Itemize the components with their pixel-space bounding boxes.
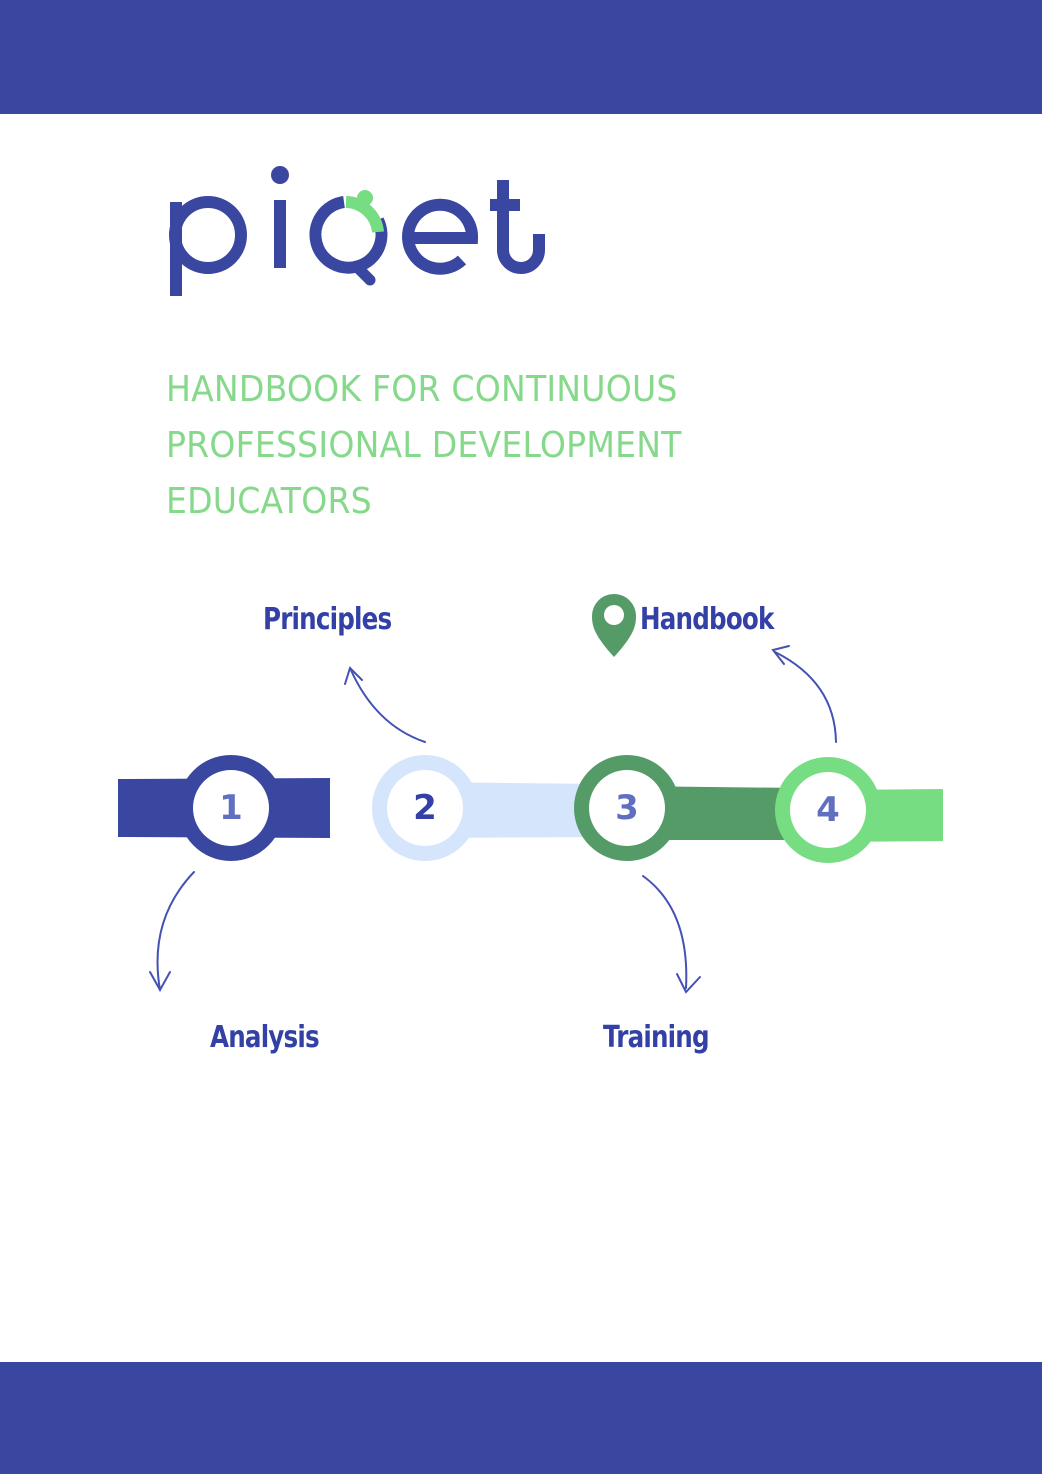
step-1-node	[178, 755, 284, 861]
step-2-node	[372, 755, 478, 861]
step-label-handbook: Handbook	[640, 602, 774, 637]
step-4-node	[775, 757, 881, 863]
arrow-to-principles	[349, 667, 426, 743]
title-line-1: HANDBOOK FOR CONTINUOUS	[166, 369, 678, 410]
arrow-to-analysis	[156, 871, 195, 991]
top-banner	[0, 0, 1042, 114]
step-label-principles: Principles	[263, 602, 392, 637]
arrow-to-handbook	[774, 651, 837, 743]
step-3-number: 3	[615, 788, 639, 828]
step-label-training: Training	[603, 1020, 710, 1055]
map-pin-icon	[592, 594, 636, 657]
piqet-logo	[169, 166, 545, 296]
step-4-number: 4	[816, 790, 840, 830]
bottom-banner	[0, 1362, 1042, 1474]
step-1-number: 1	[219, 788, 243, 828]
title-line-2: PROFESSIONAL DEVELOPMENT	[166, 425, 682, 466]
step-label-analysis: Analysis	[210, 1020, 320, 1055]
step-3-node	[574, 755, 680, 861]
step-2-number: 2	[413, 788, 437, 828]
process-diagram: 1 2 3 4 Principles Handbook Analysis Tra…	[0, 560, 1042, 1100]
document-title: HANDBOOK FOR CONTINUOUS PROFESSIONAL DEV…	[166, 362, 682, 530]
arrow-to-training	[642, 875, 688, 989]
title-line-3: EDUCATORS	[166, 481, 372, 522]
